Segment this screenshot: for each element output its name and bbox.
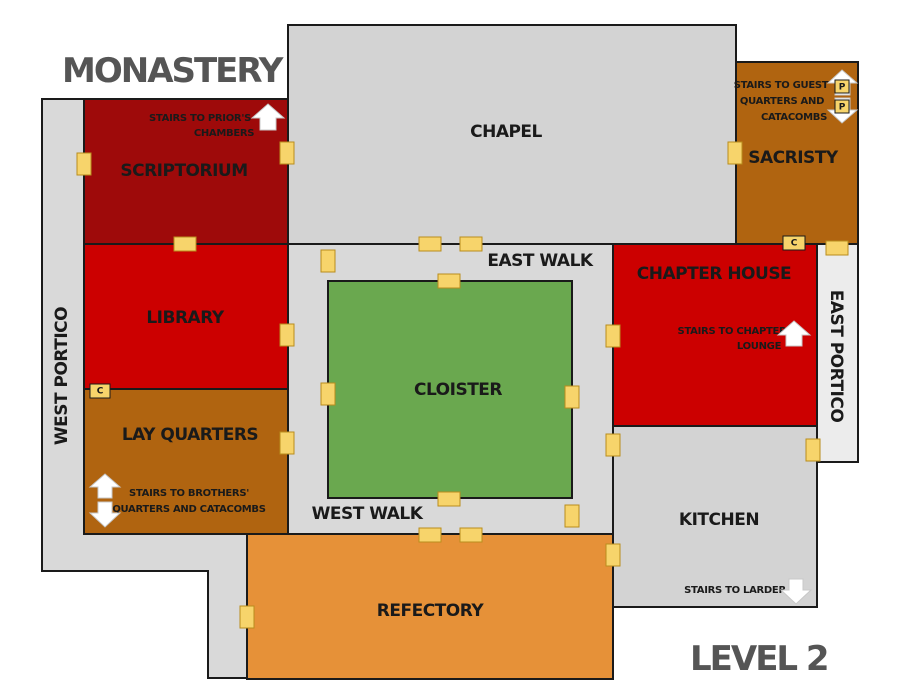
door[interactable] [173,236,197,252]
door[interactable] [279,431,295,455]
sacristy-label: SACRISTY [748,148,839,168]
door[interactable] [605,543,621,567]
door[interactable] [459,236,483,252]
stairs-chapter-arrow-up-icon[interactable] [776,320,812,347]
stairs-guest-line1: STAIRS TO GUEST [734,80,829,91]
east-portico-area [816,243,859,463]
p-badge-lower-text: P [839,103,846,113]
door[interactable] [418,236,442,252]
stairs-larder-arrow-down-icon[interactable] [779,578,813,605]
chapel-label: CHAPEL [470,122,542,142]
door[interactable] [805,438,821,462]
stairs-larder-line1: STAIRS TO LARDER [684,585,786,596]
doors [76,141,849,629]
stairs-brothers-arrow-down-icon[interactable] [88,501,122,528]
door[interactable] [564,504,580,528]
door[interactable] [825,240,849,256]
stairs-guest-line2: QUARTERS AND [740,96,824,107]
cloister-label: CLOISTER [414,380,502,400]
stairs-chapter-line1: STAIRS TO CHAPTER [678,326,788,337]
door[interactable] [239,605,255,629]
cloister-garden [327,280,573,499]
door[interactable] [605,324,621,348]
door[interactable] [76,152,92,176]
door[interactable] [564,385,580,409]
c-badge-sacristy [782,235,806,251]
kitchen-label: KITCHEN [679,510,759,530]
door[interactable] [279,141,295,165]
refectory-label: REFECTORY [377,601,485,621]
west-walk-label: WEST WALK [312,504,424,524]
lay-quarters-room [83,388,289,535]
c-badge-lay-quarters-text: C [97,387,104,397]
door[interactable] [418,527,442,543]
door[interactable] [605,433,621,457]
stairs-chapter-line2: LOUNGE [737,341,782,352]
stairs-prior-line1: STAIRS TO PRIOR'S [149,113,251,124]
library-room [83,243,289,390]
stairs-brothers-arrow-up-icon[interactable] [88,473,122,499]
door[interactable] [320,249,336,273]
library-label: LIBRARY [146,308,225,328]
stairs-brothers-line2: QUARTERS AND CATACOMBS [112,504,265,515]
refectory-room [246,533,614,680]
stairs-guest-line3: CATACOMBS [761,112,827,123]
lay-quarters-label: LAY QUARTERS [122,425,258,445]
level-title: LEVEL 2 [690,639,828,679]
east-walk-label: EAST WALK [487,251,594,271]
door[interactable] [437,491,461,507]
door[interactable] [459,527,483,543]
door[interactable] [437,273,461,289]
map-title: MONASTERY [62,51,284,91]
scriptorium-room [83,98,289,245]
chapter-house-label: CHAPTER HOUSE [637,264,791,284]
c-badge-sacristy-text: C [791,239,798,249]
door[interactable] [727,141,743,165]
stairs-brothers-line1: STAIRS TO BROTHERS' [129,488,249,499]
west-portico-label: WEST PORTICO [52,307,72,445]
p-badge-upper [834,79,850,94]
door[interactable] [320,382,336,406]
stairs-prior-arrow-up-icon[interactable] [250,103,286,131]
scriptorium-label: SCRIPTORIUM [120,161,247,181]
kitchen-room [612,425,818,608]
east-portico-label: EAST PORTICO [826,290,846,423]
p-badge-upper-text: P [839,83,846,93]
chapel-room [287,24,737,245]
c-badge-lay-quarters [89,383,111,399]
stairs-prior-line2: CHAMBERS [194,128,254,139]
door[interactable] [279,323,295,347]
p-badge-lower [834,99,850,114]
